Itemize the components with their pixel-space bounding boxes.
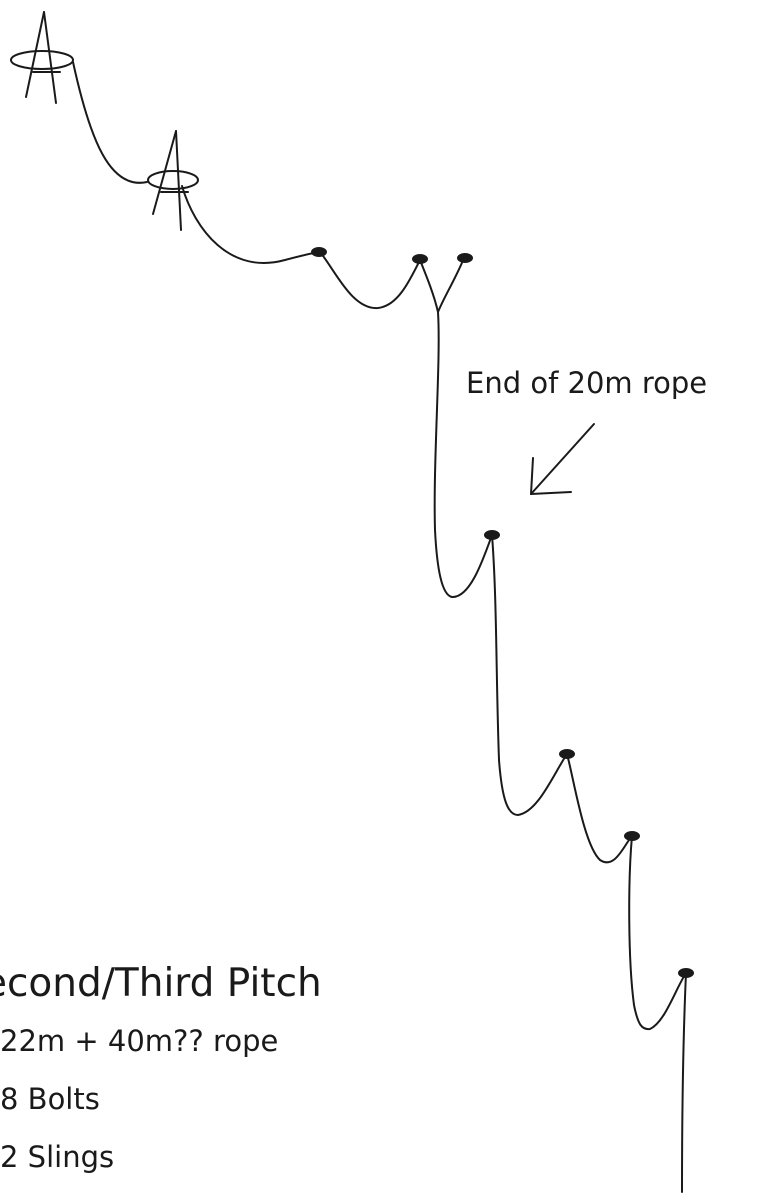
bolt-count-text: 8 Bolts <box>0 1082 100 1116</box>
rope-end-annotation: End of 20m rope <box>466 366 708 400</box>
rope-length-text: 22m + 40m?? rope <box>0 1024 279 1058</box>
pitch-info: econd/Third Pitch 22m + 40m?? rope 8 Bol… <box>0 956 322 1186</box>
anchor-icon <box>10 11 74 104</box>
bolt-icon <box>678 968 694 978</box>
bolt-icon <box>559 749 575 759</box>
bolt-icon <box>311 247 327 257</box>
anchor-icon <box>147 130 199 231</box>
pitch-title: econd/Third Pitch <box>0 961 322 1006</box>
bolt-icon <box>624 831 640 841</box>
sling-count-text: 2 Slings <box>0 1140 115 1174</box>
arrow-icon <box>530 423 595 495</box>
bolt-icon <box>457 253 473 263</box>
bolt-icon <box>484 530 500 540</box>
bolt-icon <box>412 254 428 264</box>
